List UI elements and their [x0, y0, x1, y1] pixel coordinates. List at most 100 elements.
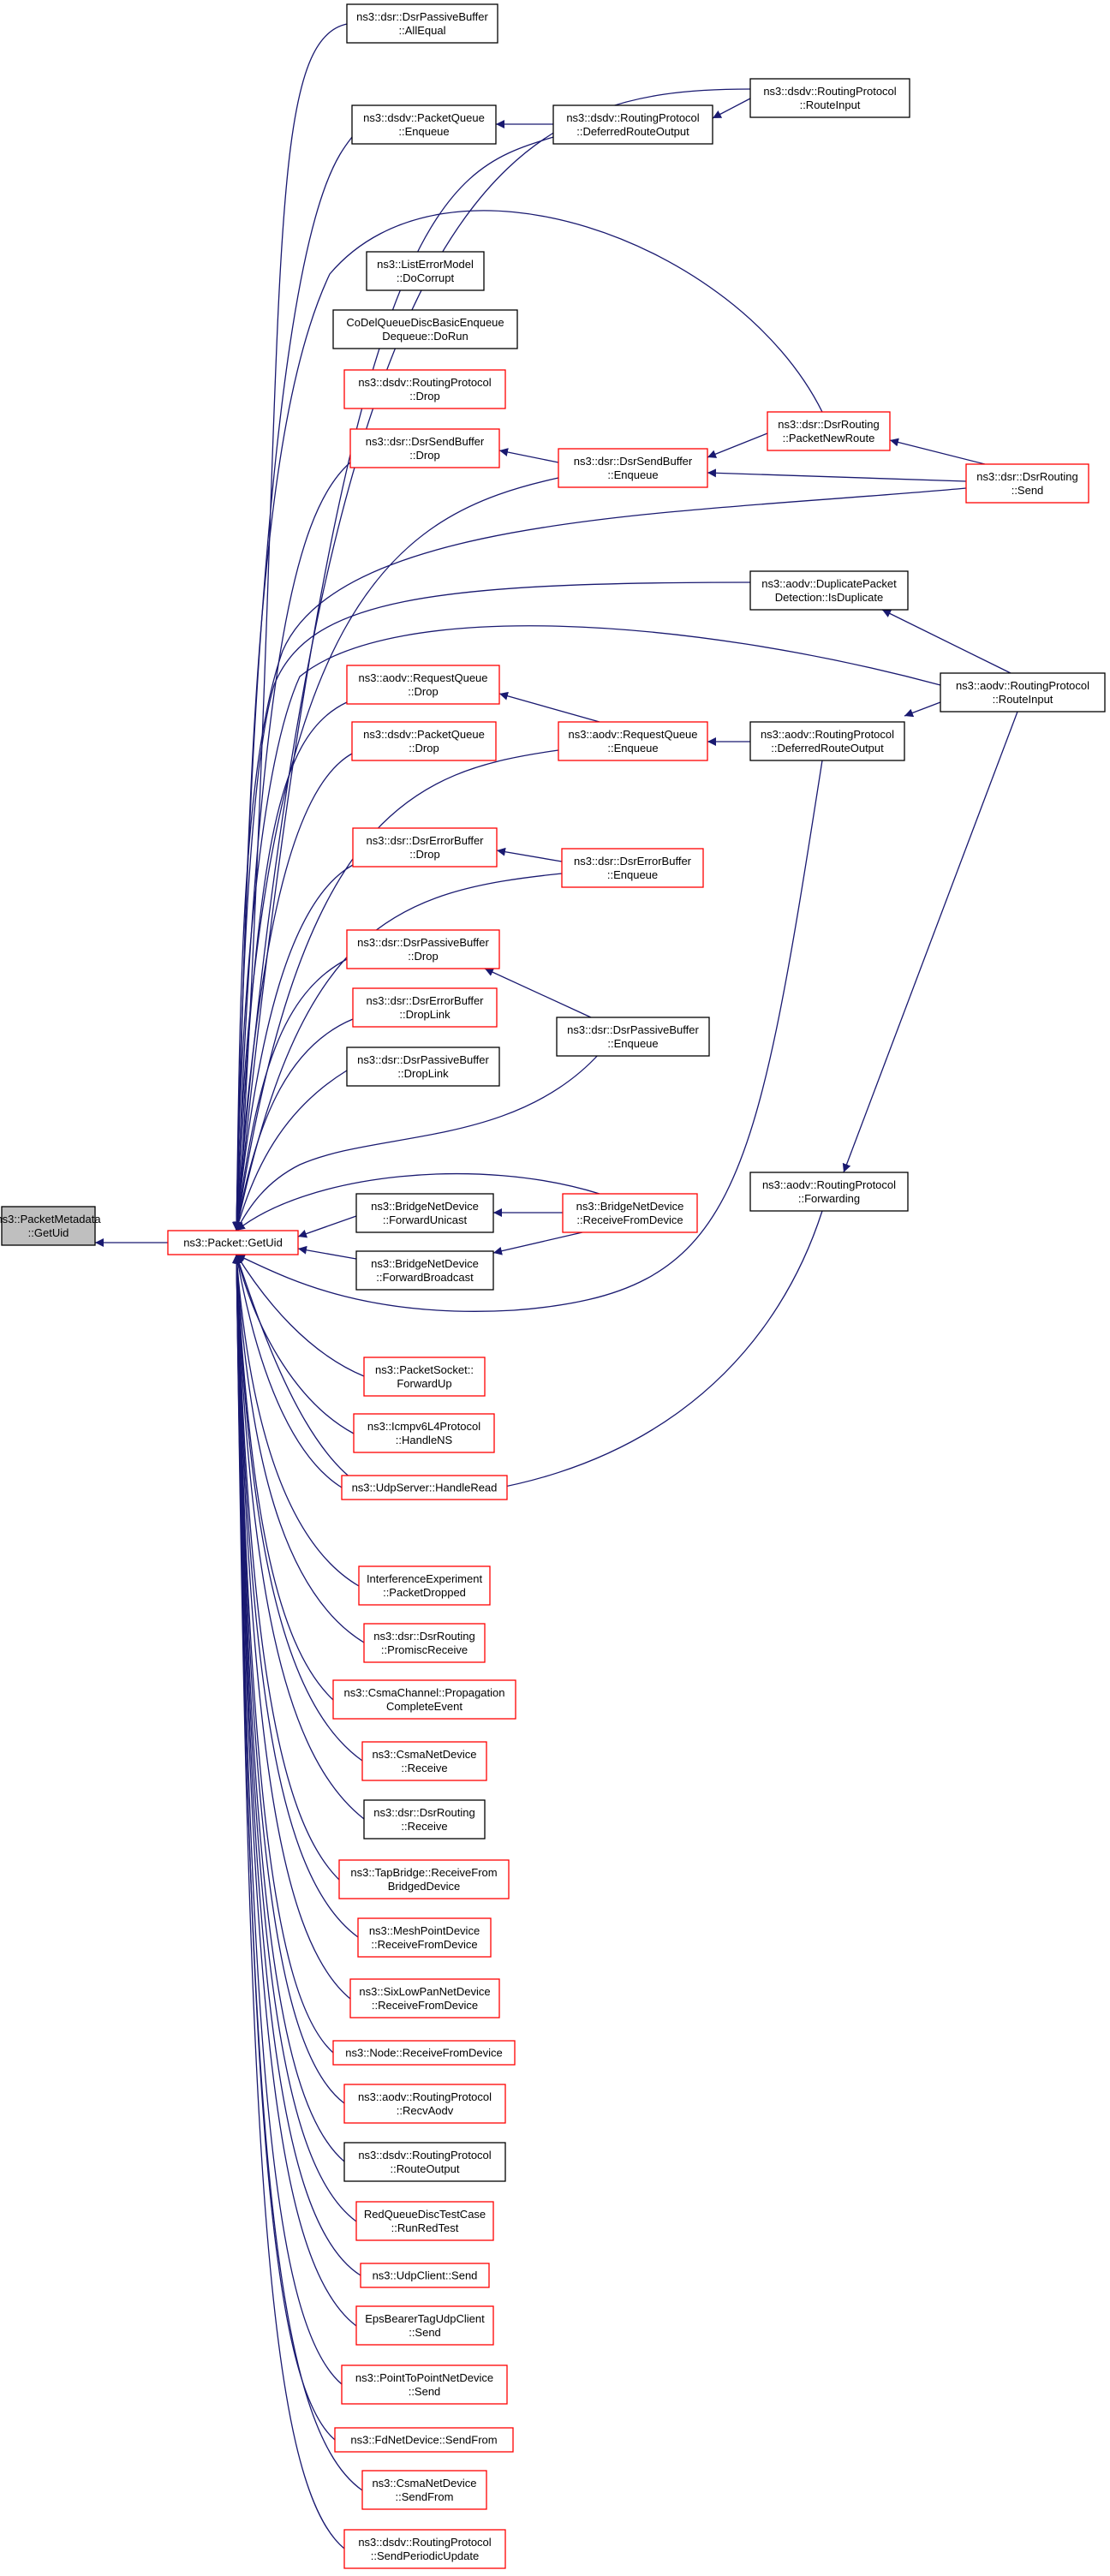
node-aodv-rp-routeinput[interactable]: ns3::aodv::RoutingProtocol::RouteInput [940, 672, 1106, 713]
node-box [346, 1046, 500, 1087]
node-label: ns3::aodv::DuplicatePacket [761, 577, 897, 590]
node-dsr-pb-allequal[interactable]: ns3::dsr::DsrPassiveBuffer::AllEqual [346, 3, 498, 44]
node-udpserver-handleread[interactable]: ns3::UdpServer::HandleRead [341, 1475, 508, 1500]
edge-dsr_r_promisc-to-pkt_getuid [232, 1254, 365, 1643]
node-label: ns3::dsr::DsrSendBuffer [366, 435, 485, 448]
node-dsdv-pq-drop[interactable]: ns3::dsdv::PacketQueue::Drop [351, 721, 497, 761]
node-interf-pktdropped[interactable]: InterferenceExperiment::PacketDropped [358, 1565, 491, 1606]
node-aodv-rp-forwarding[interactable]: ns3::aodv::RoutingProtocol::Forwarding [749, 1172, 909, 1212]
edge-bridge_fwd_unicast-to-pkt_getuid [297, 1215, 357, 1238]
node-sixlowpan-rfd[interactable]: ns3::SixLowPanNetDevice::ReceiveFromDevi… [349, 1978, 500, 2018]
edge-dsdv_rp_dro-to-pkt_getuid [233, 136, 554, 1231]
node-label: ns3::Icmpv6L4Protocol [367, 1420, 480, 1433]
node-label: ::Drop [409, 742, 439, 754]
node-box [965, 463, 1089, 504]
node-listerror-docorrupt[interactable]: ns3::ListErrorModel::DoCorrupt [366, 251, 485, 291]
node-label: ns3::Node::ReceiveFromDevice [345, 2047, 503, 2060]
node-box [349, 1978, 500, 2018]
node-label: ns3::aodv::RoutingProtocol [358, 2090, 492, 2103]
node-dsdv-rp-drop[interactable]: ns3::dsdv::RoutingProtocol::Drop [343, 369, 506, 409]
node-label: ::Drop [408, 950, 438, 963]
node-icmpv6-handlens[interactable]: ns3::Icmpv6L4Protocol::HandleNS [353, 1413, 495, 1453]
node-box [343, 369, 506, 409]
node-p2p-send[interactable]: ns3::PointToPointNetDevice::Send [341, 2364, 508, 2405]
node-dsr-r-promisc[interactable]: ns3::dsr::DsrRouting::PromiscReceive [363, 1623, 486, 1663]
node-label: ns3::dsdv::RoutingProtocol [358, 376, 491, 389]
node-node-rfd[interactable]: ns3::Node::ReceiveFromDevice [332, 2040, 516, 2066]
edge-aodv_rp_routeinput-to-pkt_getuid [232, 625, 941, 1231]
node-aodv-rq-enqueue[interactable]: ns3::aodv::RequestQueue::Enqueue [558, 721, 708, 761]
node-box [343, 2142, 506, 2182]
node-meshpoint-rfd[interactable]: ns3::MeshPointDevice::ReceiveFromDevice [357, 1917, 492, 1958]
node-label: ns3::CsmaNetDevice [372, 1748, 476, 1761]
node-udpclient-send[interactable]: ns3::UdpClient::Send [360, 2263, 490, 2288]
node-fdnd-sendfrom[interactable]: ns3::FdNetDevice::SendFrom [334, 2427, 514, 2453]
node-box [749, 1172, 909, 1212]
node-dsdv-rp-dro[interactable]: ns3::dsdv::RoutingProtocol::DeferredRout… [552, 104, 713, 145]
node-label: EpsBearerTagUdpClient [365, 2312, 485, 2325]
node-box [332, 1679, 516, 1720]
node-dsdv-rp-spu[interactable]: ns3::dsdv::RoutingProtocol::SendPeriodic… [343, 2529, 506, 2569]
node-box [767, 411, 891, 451]
node-dsr-r-receive[interactable]: ns3::dsr::DsrRouting::Receive [363, 1799, 486, 1840]
node-dsr-eb-drop[interactable]: ns3::dsr::DsrErrorBuffer::Drop [352, 827, 498, 868]
node-box [343, 2529, 506, 2569]
node-label: ns3::dsr::DsrPassiveBuffer [356, 10, 488, 23]
edge-dsr_pb_allequal-to-pkt_getuid [234, 23, 348, 1231]
node-aodv-rq-drop[interactable]: ns3::aodv::RequestQueue::Drop [346, 665, 500, 705]
node-dsdv-rp-routeinput[interactable]: ns3::dsdv::RoutingProtocol::RouteInput [749, 78, 910, 118]
node-aodv-rp-dro[interactable]: ns3::aodv::RoutingProtocol::DeferredRout… [749, 721, 905, 761]
node-label: ::RouteInput [993, 693, 1053, 706]
edge-aodv_rp_dro-to-pkt_getuid [236, 760, 823, 1312]
node-csmand-sendfrom[interactable]: ns3::CsmaNetDevice::SendFrom [361, 2470, 487, 2510]
node-dsr-sb-drop[interactable]: ns3::dsr::DsrSendBuffer::Drop [349, 428, 500, 468]
node-label: ns3::dsdv::PacketQueue [363, 728, 485, 741]
node-label: ns3::TapBridge::ReceiveFrom [350, 1866, 497, 1879]
node-csmand-receive[interactable]: ns3::CsmaNetDevice::Receive [361, 1741, 487, 1781]
node-label: ns3::FdNetDevice::SendFrom [350, 2434, 497, 2447]
node-box [355, 2201, 494, 2241]
edge-epsbearer_send-to-pkt_getuid [232, 1254, 357, 2327]
node-aodv-dpd-isdup[interactable]: ns3::aodv::DuplicatePacketDetection::IsD… [749, 570, 909, 611]
node-label: ::RouteOutput [391, 2162, 460, 2175]
node-pmd-getuid[interactable]: ns3::PacketMetadata::GetUid [0, 1206, 101, 1246]
node-box [346, 665, 500, 705]
node-bridge-fwd-broadcast[interactable]: ns3::BridgeNetDevice::ForwardBroadcast [355, 1250, 494, 1291]
node-dsr-pb-drop[interactable]: ns3::dsr::DsrPassiveBuffer::Drop [346, 929, 500, 969]
node-dsdv-pq-enqueue[interactable]: ns3::dsdv::PacketQueue::Enqueue [351, 104, 497, 145]
node-dsr-eb-enqueue[interactable]: ns3::dsr::DsrErrorBuffer::Enqueue [561, 848, 704, 888]
node-label: ns3::aodv::RequestQueue [358, 671, 487, 684]
node-pkt-getuid[interactable]: ns3::Packet::GetUid [167, 1230, 299, 1255]
node-aodv-rp-recvaodv[interactable]: ns3::aodv::RoutingProtocol::RecvAodv [343, 2084, 506, 2124]
node-label: ::Enqueue [607, 742, 658, 754]
node-dsr-sb-enqueue[interactable]: ns3::dsr::DsrSendBuffer::Enqueue [558, 448, 708, 488]
node-label: ::DeferredRouteOutput [771, 742, 884, 754]
edge-csmachannel_prop-to-pkt_getuid [232, 1254, 334, 1701]
node-dsr-r-send[interactable]: ns3::dsr::DsrRouting::Send [965, 463, 1089, 504]
node-csmachannel-prop[interactable]: ns3::CsmaChannel::PropagationCompleteEve… [332, 1679, 516, 1720]
node-label: ::RunRedTest [391, 2221, 459, 2234]
node-bridge-fwd-unicast[interactable]: ns3::BridgeNetDevice::ForwardUnicast [355, 1193, 494, 1233]
node-box [749, 570, 909, 611]
node-epsbearer-send[interactable]: EpsBearerTagUdpClient::Send [355, 2305, 494, 2346]
node-dsr-pb-droplink[interactable]: ns3::dsr::DsrPassiveBuffer::DropLink [346, 1046, 500, 1087]
node-redqueue-runredtest[interactable]: RedQueueDiscTestCase::RunRedTest [355, 2201, 494, 2241]
node-label: Detection::IsDuplicate [775, 591, 883, 604]
node-label: ns3::dsr::DsrPassiveBuffer [357, 1053, 489, 1066]
node-box [363, 1357, 486, 1397]
node-dsdv-rp-routeoutput[interactable]: ns3::dsdv::RoutingProtocol::RouteOutput [343, 2142, 506, 2182]
node-box [352, 987, 498, 1028]
node-packetsocket-fwdup[interactable]: ns3::PacketSocket::ForwardUp [363, 1357, 486, 1397]
node-dsr-r-pnr[interactable]: ns3::dsr::DsrRouting::PacketNewRoute [767, 411, 891, 451]
node-dsr-pb-enqueue[interactable]: ns3::dsr::DsrPassiveBuffer::Enqueue [556, 1017, 710, 1057]
node-label: ns3::CsmaChannel::Propagation [344, 1686, 505, 1699]
node-label: ::Forwarding [798, 1192, 860, 1205]
edge-dsr_r_pnr-to-dsr_sb_enqueue [707, 432, 768, 458]
node-label: ::Send [409, 2385, 441, 2398]
node-dsr-eb-droplink[interactable]: ns3::dsr::DsrErrorBuffer::DropLink [352, 987, 498, 1028]
node-label: ::ReceiveFromDevice [576, 1213, 683, 1226]
node-bridge-rfd[interactable]: ns3::BridgeNetDevice::ReceiveFromDevice [562, 1193, 698, 1233]
node-box [338, 1859, 510, 1899]
